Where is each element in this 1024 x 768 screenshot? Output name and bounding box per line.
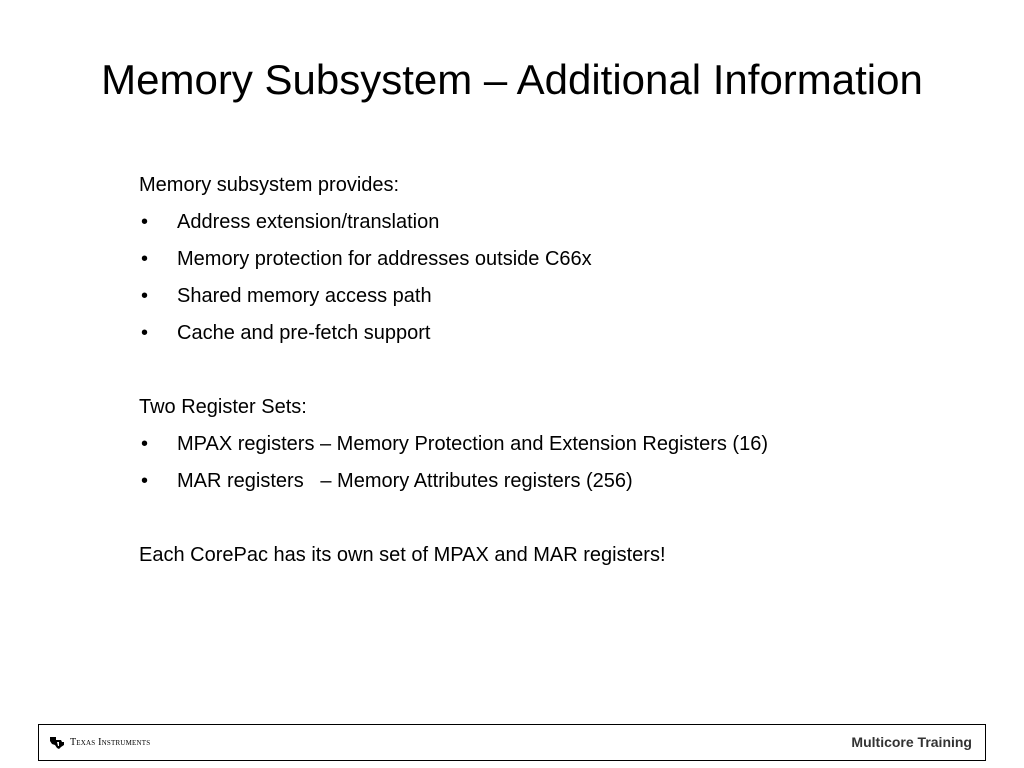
slide-body: Memory subsystem provides: • Address ext…	[139, 167, 999, 574]
list-item: • MAR registers – Memory Attributes regi…	[139, 463, 999, 500]
bullet-icon: •	[141, 248, 149, 270]
closing-statement: Each CorePac has its own set of MPAX and…	[139, 544, 666, 566]
section-heading-register-sets: Two Register Sets:	[139, 396, 307, 418]
spacer	[139, 500, 999, 537]
slide-title: Memory Subsystem – Additional Informatio…	[101, 56, 923, 103]
bullet-text: MPAX registers – Memory Protection and E…	[177, 433, 768, 455]
list-item: • Shared memory access path	[139, 278, 999, 315]
texas-state-icon	[50, 736, 64, 749]
bullet-icon: •	[141, 211, 149, 233]
spacer	[139, 352, 999, 389]
bullet-text: Memory protection for addresses outside …	[177, 248, 592, 270]
list-item: • Address extension/translation	[139, 204, 999, 241]
bullet-text: Cache and pre-fetch support	[177, 322, 431, 344]
bullet-text: MAR registers – Memory Attributes regist…	[177, 470, 633, 492]
ti-logo-text: Texas Instruments	[70, 737, 151, 748]
footer-bar: Texas Instruments Multicore Training	[38, 724, 986, 761]
bullet-icon: •	[141, 433, 149, 455]
bullet-icon: •	[141, 322, 149, 344]
ti-logo: Texas Instruments	[49, 725, 150, 760]
section-heading-provides: Memory subsystem provides:	[139, 174, 400, 196]
list-item: • MPAX registers – Memory Protection and…	[139, 426, 999, 463]
bullet-icon: •	[141, 285, 149, 307]
bullet-text: Shared memory access path	[177, 285, 432, 307]
bullet-text: Address extension/translation	[177, 211, 440, 233]
footer-course-name: Multicore Training	[851, 734, 972, 750]
list-item: • Cache and pre-fetch support	[139, 315, 999, 352]
bullet-icon: •	[141, 470, 149, 492]
list-item: • Memory protection for addresses outsid…	[139, 241, 999, 278]
